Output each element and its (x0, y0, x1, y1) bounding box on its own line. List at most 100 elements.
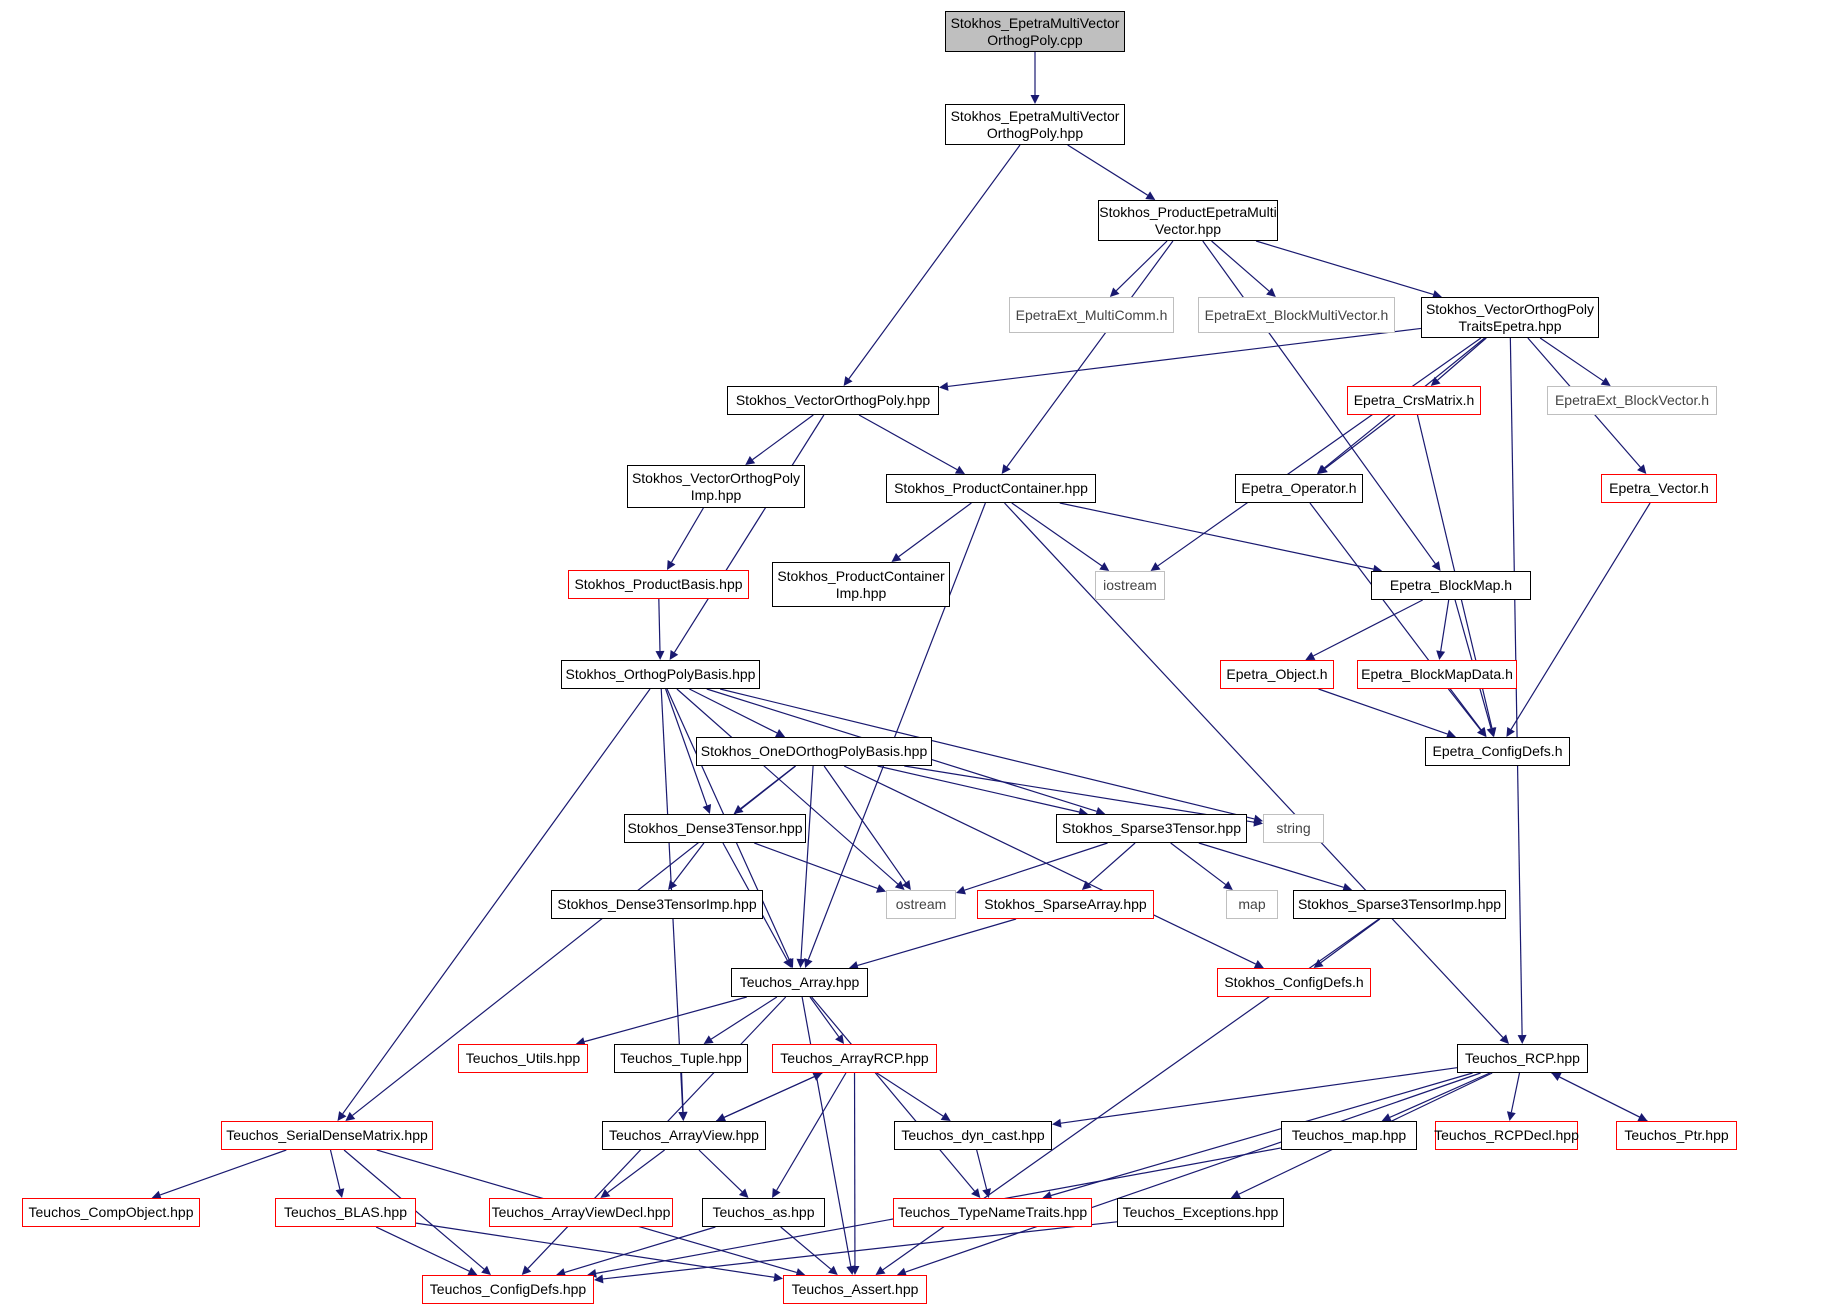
edge-pemv-to-prodcont (1006, 240, 1174, 468)
node-tarray[interactable]: Teuchos_Array.hpp (731, 968, 868, 997)
arrowhead-trcp-to-trcpdecl (1506, 1111, 1516, 1121)
node-tutils[interactable]: Teuchos_Utils.hpp (458, 1044, 588, 1073)
node-tarrayview[interactable]: Teuchos_ArrayView.hpp (602, 1121, 766, 1150)
edge-evector-to-configdefs_e (1510, 502, 1651, 730)
arrowhead-crsmatrix-to-operator (1317, 464, 1328, 474)
node-ttypename[interactable]: Teuchos_TypeNameTraits.hpp (893, 1198, 1092, 1227)
node-tassert[interactable]: Teuchos_Assert.hpp (783, 1275, 927, 1304)
node-prodcontimp[interactable]: Stokhos_ProductContainer Imp.hpp (772, 562, 950, 607)
node-operator[interactable]: Epetra_Operator.h (1235, 474, 1363, 503)
edge-tarrayview-to-tas (698, 1149, 743, 1193)
node-dense3imp[interactable]: Stokhos_Dense3TensorImp.hpp (551, 890, 763, 919)
node-sconfig[interactable]: Stokhos_ConfigDefs.h (1217, 968, 1371, 997)
arrowhead-trcp-to-ttypename (1042, 1191, 1053, 1200)
node-ttuple[interactable]: Teuchos_Tuple.hpp (614, 1044, 748, 1073)
node-blockmap[interactable]: Epetra_BlockMap.h (1371, 571, 1531, 600)
arrowhead-opbasis-to-ostream (894, 880, 905, 890)
node-tarrayrcp[interactable]: Teuchos_ArrayRCP.hpp (772, 1044, 937, 1073)
arrowhead-sparsearray-to-tarray (848, 961, 859, 970)
node-tblas[interactable]: Teuchos_BLAS.hpp (275, 1198, 416, 1227)
node-eobject[interactable]: Epetra_Object.h (1220, 660, 1334, 689)
edge-sparse3-to-map (1170, 842, 1227, 886)
edge-oned-to-ostream (823, 765, 907, 883)
arrowhead-prodcont-to-trcp (1499, 1034, 1509, 1044)
arrowhead-vop-to-prodcont (954, 465, 965, 474)
edge-opbasis-to-string (719, 688, 1255, 820)
node-string[interactable]: string (1263, 814, 1324, 843)
node-map[interactable]: map (1226, 890, 1278, 919)
node-tmap[interactable]: Teuchos_map.hpp (1281, 1121, 1417, 1150)
edge-tarrayrcp-to-tdyncast (876, 1072, 944, 1117)
edge-prodcont-to-prodcontimp (898, 502, 972, 558)
node-tas[interactable]: Teuchos_as.hpp (702, 1198, 825, 1227)
node-sparsearray[interactable]: Stokhos_SparseArray.hpp (977, 890, 1154, 919)
node-multicomm[interactable]: EpetraExt_MultiComm.h (1009, 297, 1174, 333)
arrowhead-texcept-to-tconfig (594, 1274, 604, 1284)
node-vop[interactable]: Stokhos_VectorOrthogPoly.hpp (727, 386, 939, 415)
edge-tarray-to-ttypename (811, 996, 976, 1192)
node-tdyncast[interactable]: Teuchos_dyn_cast.hpp (894, 1121, 1052, 1150)
arrowhead-trcp-to-tptr (1637, 1112, 1648, 1121)
arrowhead-trcp-to-texcept (1230, 1190, 1241, 1199)
edge-prodcont-to-trcp (1004, 502, 1504, 1038)
node-evector[interactable]: Epetra_Vector.h (1601, 474, 1717, 503)
arrowhead-tsdm-to-tassert (795, 1268, 806, 1277)
arrowhead-tdyncast-to-ttypename (982, 1188, 991, 1198)
node-tavdecl[interactable]: Teuchos_ArrayViewDecl.hpp (489, 1198, 673, 1227)
node-tptr[interactable]: Teuchos_Ptr.hpp (1616, 1121, 1737, 1150)
arrowhead-oned-to-tarray (796, 958, 806, 968)
node-vopte[interactable]: Stokhos_VectorOrthogPoly TraitsEpetra.hp… (1421, 297, 1599, 338)
arrowhead-pemv-to-prodcont (1001, 464, 1011, 474)
node-tcompobj[interactable]: Teuchos_CompObject.hpp (22, 1198, 200, 1227)
arrowhead-tarray-to-tarrayrcp (835, 1034, 845, 1044)
node-ostream[interactable]: ostream (886, 890, 956, 919)
edge-vopte-to-vop (947, 327, 1422, 388)
node-root[interactable]: Stokhos_EpetraMultiVector OrthogPoly.cpp (945, 11, 1125, 52)
node-iostream[interactable]: iostream (1095, 571, 1165, 600)
edge-blockmap-to-eobject (1313, 599, 1423, 657)
arrowhead-tarrayrcp-to-tas (772, 1187, 781, 1198)
arrowhead-dense3-to-dense3imp (668, 880, 678, 890)
node-sparse3[interactable]: Stokhos_Sparse3Tensor.hpp (1056, 814, 1247, 843)
node-oned[interactable]: Stokhos_OneDOrthogPolyBasis.hpp (696, 737, 932, 766)
edge-texcept-to-tconfig (602, 1221, 1118, 1280)
node-blockmv[interactable]: EpetraExt_BlockMultiVector.h (1198, 297, 1395, 333)
arrowhead-sparse3-to-sparse3imp (1342, 883, 1353, 892)
node-tconfig[interactable]: Teuchos_ConfigDefs.hpp (422, 1275, 594, 1304)
edge-eobject-to-configdefs_e (1318, 688, 1448, 735)
node-vopimp[interactable]: Stokhos_VectorOrthogPoly Imp.hpp (627, 465, 805, 508)
node-trcp[interactable]: Teuchos_RCP.hpp (1457, 1044, 1588, 1073)
edge-sparse3-to-sparse3imp (1198, 842, 1344, 888)
node-trcpdecl[interactable]: Teuchos_RCPDecl.hpp (1434, 1121, 1579, 1150)
edge-sparse3imp-to-sconfig (1320, 918, 1381, 964)
node-prodbasis[interactable]: Stokhos_ProductBasis.hpp (568, 570, 749, 599)
arrowhead-tarrayrcp-to-tdyncast (940, 1112, 951, 1121)
node-blockmapdata[interactable]: Epetra_BlockMapData.h (1357, 660, 1517, 689)
edge-dense3-to-dense3imp (673, 842, 705, 884)
edge-tarrayview-to-tavdecl (607, 1149, 665, 1194)
node-opbasis[interactable]: Stokhos_OrthogPolyBasis.hpp (561, 660, 760, 689)
node-configdefs-e[interactable]: Epetra_ConfigDefs.h (1425, 737, 1570, 766)
node-pemv[interactable]: Stokhos_ProductEpetraMulti Vector.hpp (1098, 200, 1278, 241)
arrowhead-blockmapdata-to-configdefs_e (1477, 727, 1487, 737)
edge-opbasis-to-ostream (676, 688, 899, 885)
arrowhead-prodcont-to-prodcontimp (891, 553, 902, 562)
arrowhead-sparse3-to-map (1222, 880, 1233, 890)
edge-opbasis-to-dense3 (665, 688, 708, 806)
node-prodcont[interactable]: Stokhos_ProductContainer.hpp (886, 474, 1096, 503)
node-blockvector[interactable]: EpetraExt_BlockVector.h (1547, 386, 1717, 415)
node-sparse3imp[interactable]: Stokhos_Sparse3TensorImp.hpp (1293, 890, 1506, 919)
node-emvop-hpp[interactable]: Stokhos_EpetraMultiVector OrthogPoly.hpp (945, 104, 1125, 145)
arrowhead-opbasis-to-dense3 (702, 804, 712, 814)
node-dense3[interactable]: Stokhos_Dense3Tensor.hpp (624, 814, 806, 843)
node-texcept[interactable]: Teuchos_Exceptions.hpp (1117, 1198, 1284, 1227)
node-tsdm[interactable]: Teuchos_SerialDenseMatrix.hpp (221, 1121, 433, 1150)
arrowhead-pemv-to-multicomm (1109, 287, 1120, 297)
arrowhead-vop-to-opbasis (669, 649, 679, 660)
node-crsmatrix[interactable]: Epetra_CrsMatrix.h (1347, 386, 1481, 415)
arrowhead-prodcont-to-iostream (1099, 562, 1110, 571)
arrowhead-tptr-to-trcp (1551, 1073, 1562, 1082)
arrowhead-sparse3-to-ostream (956, 885, 966, 895)
arrowhead-oned-to-sconfig (1253, 960, 1264, 969)
